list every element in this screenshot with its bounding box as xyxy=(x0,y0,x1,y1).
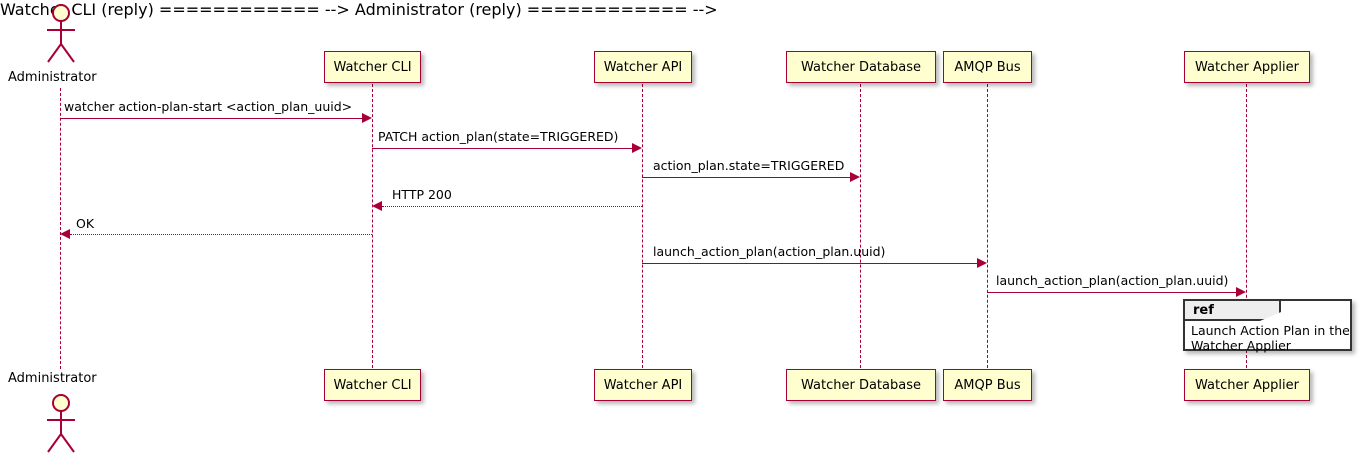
ref-fragment[interactable]: ref Launch Action Plan in the Watcher Ap… xyxy=(1183,299,1352,353)
message-line-1 xyxy=(60,118,363,119)
message-arrowhead-7 xyxy=(1236,287,1246,297)
message-arrowhead-4 xyxy=(372,201,382,211)
ref-fragment-text: Launch Action Plan in the Watcher Applie… xyxy=(1191,323,1350,353)
message-line-7 xyxy=(987,292,1237,293)
ref-fragment-tab-label: ref xyxy=(1185,301,1281,321)
message-arrowhead-6 xyxy=(977,258,987,268)
message-line-5 xyxy=(70,234,372,235)
lifeline-watcher-api xyxy=(642,84,643,368)
message-line-6 xyxy=(642,263,978,264)
actor-label-administrator-top: Administrator xyxy=(8,70,97,85)
participant-watcher-database-top[interactable]: Watcher Database xyxy=(786,51,936,83)
avatar-administrator-top xyxy=(47,4,75,63)
message-arrowhead-2 xyxy=(632,143,642,153)
lifeline-watcher-cli xyxy=(372,84,373,368)
participant-watcher-cli-top[interactable]: Watcher CLI xyxy=(324,51,421,83)
lifeline-watcher-database xyxy=(860,84,861,368)
participant-watcher-applier-top[interactable]: Watcher Applier xyxy=(1184,51,1310,83)
message-arrowhead-3 xyxy=(850,172,860,182)
participant-amqp-bus-bottom[interactable]: AMQP Bus xyxy=(943,369,1032,401)
lifeline-amqp-bus xyxy=(987,84,988,368)
lifeline-administrator xyxy=(60,88,61,369)
participant-amqp-bus-top[interactable]: AMQP Bus xyxy=(943,51,1032,83)
avatar-administrator-bottom xyxy=(47,394,75,453)
message-label-5: OK xyxy=(76,216,95,231)
participant-watcher-api-bottom[interactable]: Watcher API xyxy=(594,369,692,401)
participant-watcher-applier-bottom[interactable]: Watcher Applier xyxy=(1184,369,1310,401)
participant-watcher-api-top[interactable]: Watcher API xyxy=(594,51,692,83)
participant-watcher-cli-bottom[interactable]: Watcher CLI xyxy=(324,369,421,401)
message-arrowhead-1 xyxy=(362,113,372,123)
message-line-3 xyxy=(642,177,851,178)
message-arrowhead-5 xyxy=(60,229,70,239)
lifeline-watcher-applier xyxy=(1246,84,1247,368)
participant-watcher-database-bottom[interactable]: Watcher Database xyxy=(786,369,936,401)
message-line-4 xyxy=(382,206,642,207)
message-label-2: PATCH action_plan(state=TRIGGERED) xyxy=(378,129,619,144)
message-label-3: action_plan.state=TRIGGERED xyxy=(653,158,845,173)
message-label-6: launch_action_plan(action_plan.uuid) xyxy=(653,244,886,259)
message-label-1: watcher action-plan-start <action_plan_u… xyxy=(64,99,353,114)
message-label-7: launch_action_plan(action_plan.uuid) xyxy=(996,273,1229,288)
message-line-2 xyxy=(372,148,633,149)
actor-label-administrator-bottom: Administrator xyxy=(8,371,97,386)
message-label-4: HTTP 200 xyxy=(392,187,452,202)
